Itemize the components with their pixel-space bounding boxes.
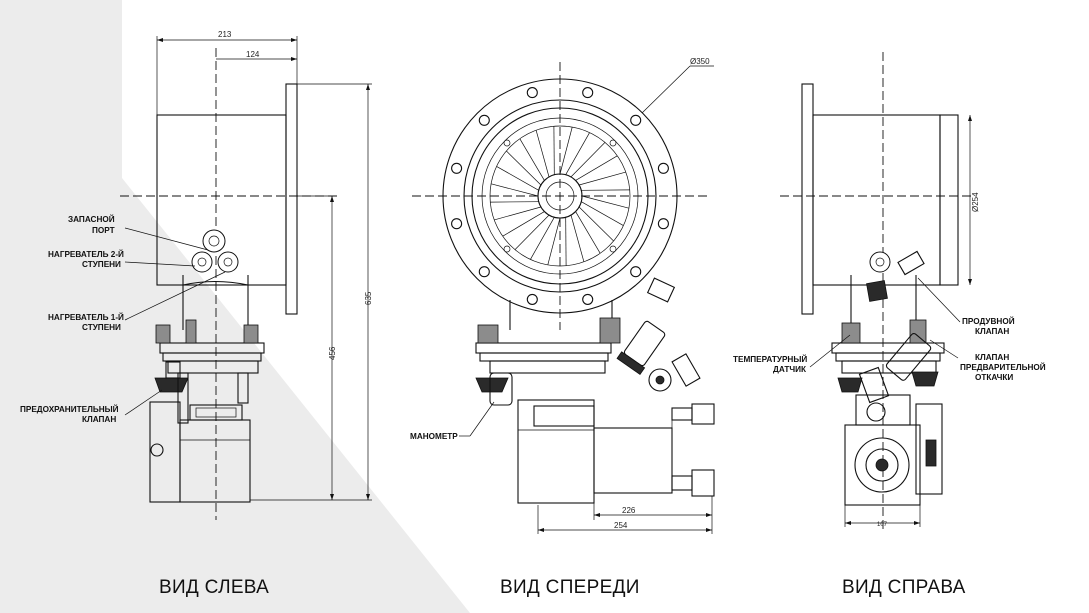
callout-manometer: МАНОМЕТР [410,432,458,441]
callout-rough-valve-line1: КЛАПАН [975,353,1009,362]
callout-heater1-line1: НАГРЕВАТЕЛЬ 1-Й [48,311,124,322]
inner-bolt [503,139,511,147]
rotor-blade [575,155,618,181]
callout-temp-sensor-line1: ТЕМПЕРАТУРНЫЙ [733,353,807,364]
rotor-blade [579,171,626,186]
spare-port-part [202,229,226,253]
rotor-blade [570,142,606,178]
dimension-213: 213 [218,30,232,39]
heater-stage1-part [217,251,239,273]
rotor-blade [506,150,542,186]
rotor-blade [535,130,550,177]
caption-right-view: ВИД СПРАВА [842,577,966,598]
callout-rough-valve-line3: ОТКАЧКИ [975,373,1013,382]
manometer-part [489,372,513,406]
rotor-blade [565,132,590,175]
callout-heater1-line2: СТУПЕНИ [82,323,121,332]
bolt-hole [478,266,490,278]
dimension-d350: Ø350 [690,57,710,66]
flange-outer [442,78,678,314]
inner-bolt [503,245,511,253]
inner-bolt [609,139,617,147]
dimension-124: 124 [246,50,260,59]
callout-purge-valve-line2: КЛАПАН [975,327,1009,336]
bolt-hole [526,87,538,99]
bolt-hole [657,162,669,174]
bolt-hole [630,114,642,126]
bolt-hole [582,293,594,305]
callout-temp-sensor-line2: ДАТЧИК [773,365,807,374]
rotor-blade [570,215,585,262]
bolt-hole [478,114,490,126]
dimension-107: 107 [877,522,888,528]
caption-left-view: ВИД СЛЕВА [159,577,270,598]
rotor-blade [519,138,545,181]
rotor-blade [575,211,601,254]
svg-text:ПРОДУВНОЙ КЛАПАН: ПРОДУВНОЙ КЛАПАН [962,315,1017,336]
callout-safety-valve-line1: ПРЕДОХРАНИТЕЛЬНЫЙ [20,403,119,414]
bolt-hole [582,87,594,99]
rotor-blade [496,166,539,191]
dimension-226: 226 [622,506,636,515]
bolt-hole [630,266,642,278]
callout-spare-port-line2: ПОРТ [92,226,115,235]
svg-text:ЗАПАСНОЙ ПОРТ: ЗАПАСНОЙ ПОРТ [68,213,117,235]
rotor-blade [514,214,550,250]
rotor-blade [559,127,573,175]
left-view: 213 124 635 456 [20,30,373,520]
dimension-456: 456 [328,346,337,360]
bolt-hole [657,218,669,230]
svg-text:ПРЕДОХРАНИТЕЛЬНЫЙ КЛАПАН: ПРЕДОХРАНИТЕЛЬНЫЙ КЛАПАН [20,403,121,424]
bolt-hole [526,293,538,305]
callout-spare-port-line1: ЗАПАСНОЙ [68,213,115,224]
callout-safety-valve-line2: КЛАПАН [82,415,116,424]
svg-text:НАГРЕВАТЕЛЬ 1-Й СТУПЕНИ: НАГРЕВАТЕЛЬ 1-Й СТУПЕНИ [48,311,126,332]
rotor-blade [581,201,624,226]
callout-purge-valve-line1: ПРОДУВНОЙ [962,315,1015,326]
bolt-hole [451,162,463,174]
safety-valve-part [154,377,189,393]
rotor-blades [490,126,630,266]
callout-heater2-line1: НАГРЕВАТЕЛЬ 2-Й [48,248,124,259]
callout-heater2-line2: СТУПЕНИ [82,260,121,269]
heater-stage2-part [191,251,213,273]
rotor-blade [578,206,614,242]
rotor-blade [547,217,561,265]
rotor-blade [502,211,545,237]
dimension-d254: Ø254 [971,192,980,212]
rotor-blade [491,183,539,197]
bolt-hole [451,218,463,230]
svg-text:НАГРЕВАТЕЛЬ 2-Й СТУПЕНИ: НАГРЕВАТЕЛЬ 2-Й СТУПЕНИ [48,248,126,269]
caption-front-view: ВИД СПЕРЕДИ [500,577,640,598]
dimension-254: 254 [614,521,628,530]
right-view: Ø254 107 [733,52,1048,530]
rotor-blade [581,195,629,209]
callout-rough-valve-line2: ПРЕДВАРИТЕЛЬНОЙ [960,361,1046,372]
rotor-blade [530,217,555,260]
svg-text:КЛАПАН ПРЕДВАРИТЕЛЬНОЙ: КЛАПАН ПРЕДВАРИТЕЛЬНОЙ ОТКАЧКИ [960,353,1048,382]
flange-bolt-holes [451,87,669,305]
dimension-635: 635 [364,291,373,305]
front-view: Ø350 226 [410,57,715,534]
inner-bolt [609,245,617,253]
rotor-blade [494,206,541,221]
svg-text:ТЕМПЕРАТУРНЫЙ ДАТЧИК: ТЕМПЕРАТУРНЫЙ ДАТЧИК [733,353,810,374]
